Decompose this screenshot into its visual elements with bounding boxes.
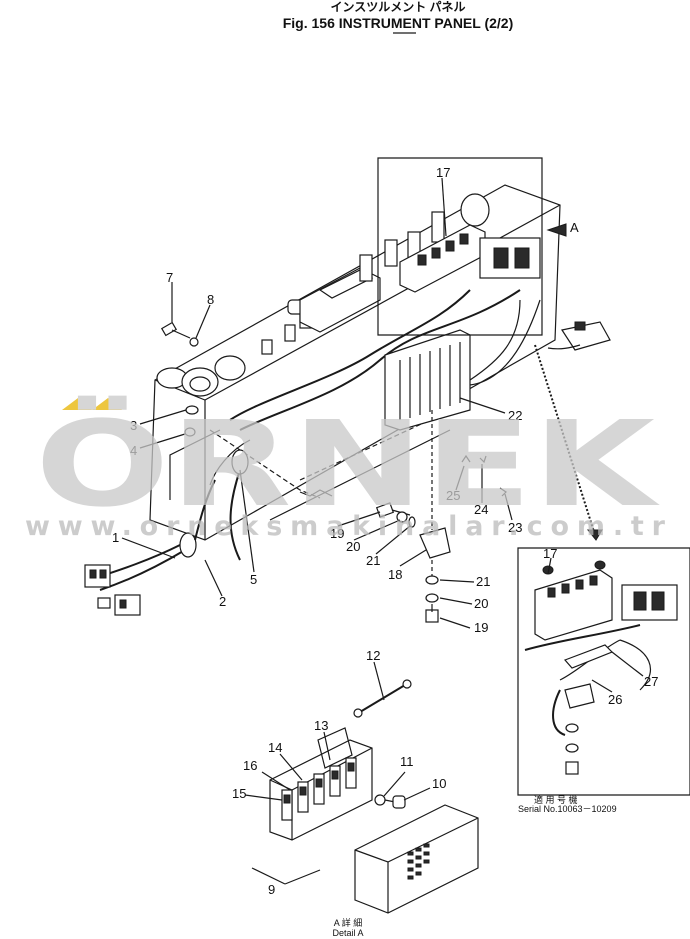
callout-12: 12 bbox=[366, 648, 380, 663]
wiring-harness-1 bbox=[84, 321, 251, 616]
callout-26: 26 bbox=[608, 692, 622, 707]
detail-a-label: Detail A bbox=[332, 928, 363, 938]
view-marker-a: A bbox=[570, 220, 579, 235]
figure-title: Fig. 156 INSTRUMENT PANEL (2/2) bbox=[283, 15, 514, 31]
callout-8: 8 bbox=[207, 292, 214, 307]
callout-16: 16 bbox=[243, 758, 257, 773]
fasteners-center bbox=[375, 410, 451, 623]
callout-7: 7 bbox=[166, 270, 173, 285]
watermark: ÖRNEK www.orneksmakinalar.com.tr bbox=[25, 395, 666, 542]
callout-17: 17 bbox=[436, 165, 450, 180]
detail-a-assembly: A 詳 細 Detail A bbox=[269, 679, 479, 938]
watermark-accent-mark bbox=[62, 398, 92, 410]
callout-22: 22 bbox=[508, 408, 522, 423]
callout-1: 1 bbox=[112, 530, 119, 545]
callout-25: 25 bbox=[446, 488, 460, 503]
watermark-brand: ÖRNEK bbox=[35, 395, 661, 533]
callout-3: 3 bbox=[130, 418, 137, 433]
leader-lines bbox=[121, 177, 644, 885]
callout-19-a: 19 bbox=[330, 526, 344, 541]
callout-20-a: 20 bbox=[346, 539, 360, 554]
inset-applicable-jp: 適 用 号 機 bbox=[534, 794, 578, 805]
callout-10: 10 bbox=[432, 776, 446, 791]
callout-labels: 1 2 3 4 5 7 8 9 10 11 12 13 14 15 16 17 … bbox=[112, 165, 658, 897]
detail-a-jp: A 詳 細 bbox=[334, 917, 363, 928]
callout-5: 5 bbox=[250, 572, 257, 587]
inset-serial: Serial No.10063－10209 bbox=[518, 804, 617, 814]
instrument-panel-main bbox=[149, 184, 611, 541]
callout-4: 4 bbox=[130, 443, 137, 458]
callout-13: 13 bbox=[314, 718, 328, 733]
callout-2: 2 bbox=[219, 594, 226, 609]
callout-23: 23 bbox=[508, 520, 522, 535]
callout-24: 24 bbox=[474, 502, 488, 517]
japanese-title: インスツルメント パネル bbox=[330, 0, 465, 14]
callout-19-b: 19 bbox=[474, 620, 488, 635]
callout-15: 15 bbox=[232, 786, 246, 801]
callout-21-b: 21 bbox=[476, 574, 490, 589]
callout-21-a: 21 bbox=[366, 553, 380, 568]
callout-17-inset: 17 bbox=[543, 546, 557, 561]
callout-9: 9 bbox=[268, 882, 275, 897]
callout-14: 14 bbox=[268, 740, 282, 755]
callout-27: 27 bbox=[644, 674, 658, 689]
inset-variant: 適 用 号 機 Serial No.10063－10209 bbox=[517, 547, 690, 814]
callout-18: 18 bbox=[388, 567, 402, 582]
callout-11: 11 bbox=[400, 754, 414, 769]
callout-20-b: 20 bbox=[474, 596, 488, 611]
